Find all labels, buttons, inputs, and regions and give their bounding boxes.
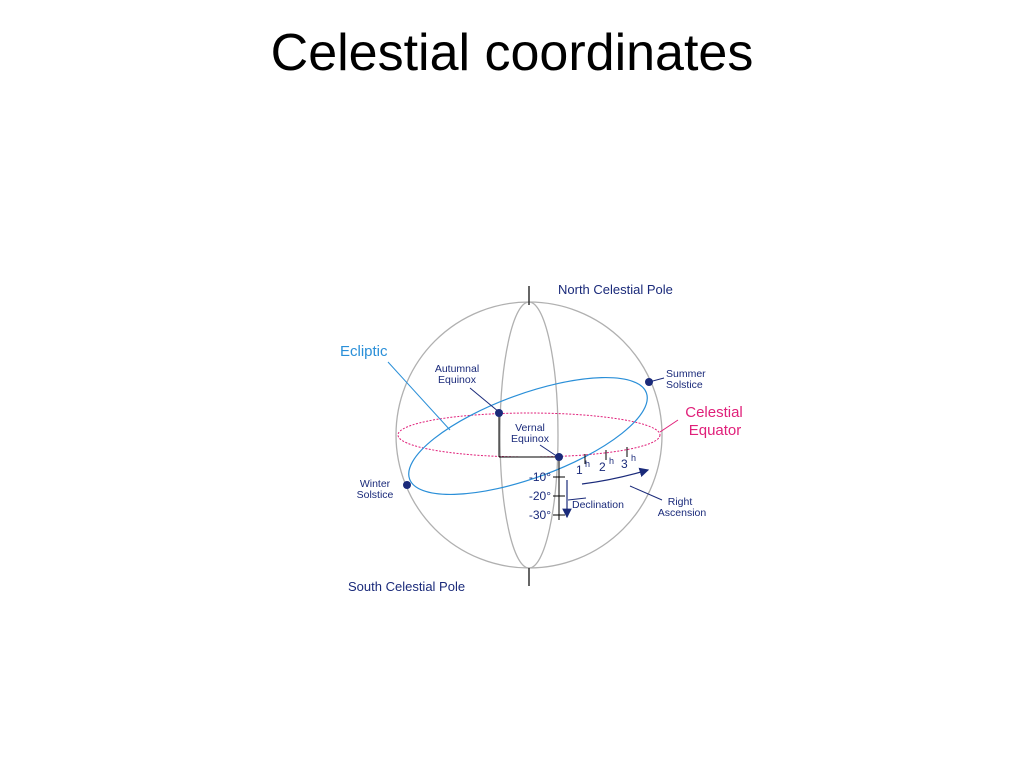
ra-1h-sup: h — [585, 459, 590, 469]
autumnal-equinox-point — [495, 409, 503, 417]
vernal-equinox-label-line2: Equinox — [511, 433, 550, 445]
north-pole-label: North Celestial Pole — [558, 282, 673, 297]
winter-solstice-label-line2: Solstice — [357, 489, 394, 501]
slide-title: Celestial coordinates — [270, 24, 754, 82]
right-ascension-leader — [629, 485, 663, 501]
ra-2h-sup: h — [609, 456, 614, 466]
right-ascension-label-line2: Ascension — [658, 507, 707, 519]
winter-solstice-label-line1: Winter — [360, 478, 391, 490]
right-ascension-arrow — [581, 467, 650, 485]
vernal-equinox-point — [555, 453, 563, 461]
vernal-leader — [539, 444, 559, 458]
summer-solstice-point — [645, 378, 653, 386]
autumnal-equinox-label-line2: Equinox — [438, 374, 477, 386]
right-ascension-label-line1: Right — [668, 496, 693, 508]
ra-2h-label: 2 — [599, 460, 606, 474]
winter-solstice-point — [403, 481, 411, 489]
autumnal-leader — [469, 387, 500, 413]
summer-solstice-label-line1: Summer — [666, 368, 706, 380]
ecliptic-leader — [387, 361, 451, 431]
celestial-equator-leader — [659, 419, 679, 433]
declination-minus10-label: -10° — [529, 470, 551, 484]
summer-solstice-label-line2: Solstice — [666, 379, 703, 391]
celestial-equator-label-line1: Celestial — [685, 404, 743, 421]
declination-minus30-label: -30° — [529, 508, 551, 522]
declination-label: Declination — [572, 499, 624, 511]
autumnal-equinox-label-line1: Autumnal — [435, 363, 479, 375]
vernal-equinox-label-line1: Vernal — [515, 422, 545, 434]
declination-leader — [567, 497, 587, 501]
south-pole-label: South Celestial Pole — [348, 579, 465, 594]
ra-3h-sup: h — [631, 453, 636, 463]
celestial-equator-label-line2: Equator — [689, 422, 742, 439]
ra-3h-label: 3 — [621, 457, 628, 471]
ra-1h-label: 1 — [576, 463, 583, 477]
ecliptic-ellipse — [408, 376, 648, 496]
ecliptic-label: Ecliptic — [340, 343, 388, 360]
declination-minus20-label: -20° — [529, 489, 551, 503]
celestial-equator-ellipse — [397, 412, 661, 458]
